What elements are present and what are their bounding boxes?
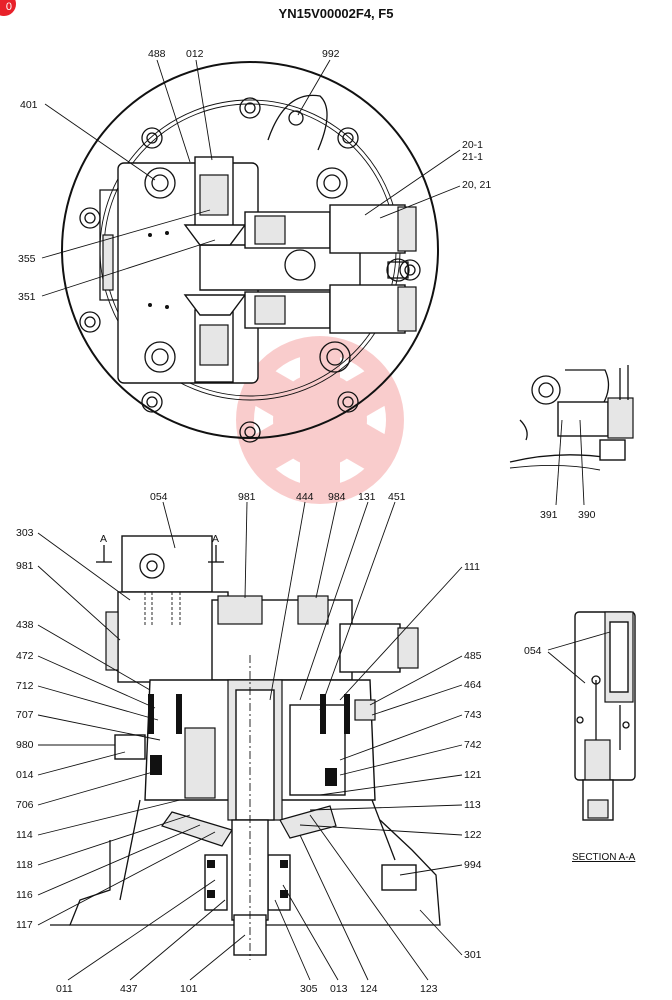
section-marker-a-right: A: [212, 533, 219, 545]
label-011: 011: [56, 983, 73, 995]
section-marker-a-left: A: [100, 533, 107, 545]
label-124: 124: [360, 983, 378, 995]
label-742: 742: [464, 739, 482, 751]
label-980: 980: [16, 739, 34, 751]
label-485: 485: [464, 650, 482, 662]
section-aa-drawing: [547, 611, 636, 821]
label-014: 014: [16, 769, 34, 781]
label-123: 123: [420, 983, 438, 995]
label-390: 390: [578, 509, 596, 521]
label-131: 131: [358, 491, 376, 503]
label-101: 101: [180, 983, 198, 995]
label-351: 351: [18, 291, 36, 303]
section-caption: SECTION A-A: [572, 852, 636, 863]
label-706: 706: [16, 799, 34, 811]
label-117: 117: [16, 919, 33, 931]
label-113: 113: [464, 799, 481, 811]
label-981-left: 981: [16, 560, 34, 572]
label-303: 303: [16, 527, 34, 539]
label-305: 305: [300, 983, 318, 995]
section-aa-labels: 054 SECTION A-A: [524, 645, 636, 863]
label-451: 451: [388, 491, 406, 503]
label-111: 111: [464, 561, 480, 573]
label-054-section: 054: [524, 645, 542, 657]
label-013: 013: [330, 983, 348, 995]
label-992: 992: [322, 48, 340, 60]
label-20-21: 20, 21: [462, 179, 491, 191]
side-detail-drawing: [509, 365, 634, 506]
label-444: 444: [296, 491, 314, 503]
label-122: 122: [464, 829, 482, 841]
label-118: 118: [16, 859, 33, 871]
label-21-1: 21-1: [462, 151, 483, 163]
label-984: 984: [328, 491, 346, 503]
label-981-top: 981: [238, 491, 256, 503]
label-121: 121: [464, 769, 482, 781]
label-707: 707: [16, 709, 34, 721]
label-472: 472: [16, 650, 34, 662]
label-743: 743: [464, 709, 482, 721]
label-301: 301: [464, 949, 482, 961]
side-detail-labels: 391 390: [540, 509, 596, 521]
label-20-1: 20-1: [462, 139, 483, 151]
label-712: 712: [16, 680, 34, 692]
label-054: 054: [150, 491, 168, 503]
label-355: 355: [18, 253, 36, 265]
label-437: 437: [120, 983, 138, 995]
label-391: 391: [540, 509, 558, 521]
label-114: 114: [16, 829, 33, 841]
label-401: 401: [20, 99, 38, 111]
cutaway-drawing: [37, 501, 463, 981]
label-464: 464: [464, 679, 482, 691]
top-view-labels: 488 012 992 401 20-1 21-1 20, 21 355 351: [18, 48, 491, 303]
label-012: 012: [186, 48, 204, 60]
label-438: 438: [16, 619, 34, 631]
watermark-logo: [236, 336, 404, 504]
drawing-title: YN15V00002F4, F5: [278, 6, 394, 21]
label-994: 994: [464, 859, 482, 871]
cutaway-labels: 054 981 444 984 131 451 A A 303 981 438 …: [16, 491, 482, 995]
label-488: 488: [148, 48, 166, 60]
corner-badge: 0: [0, 0, 16, 16]
top-view-drawing: [41, 59, 461, 443]
label-116: 116: [16, 889, 33, 901]
